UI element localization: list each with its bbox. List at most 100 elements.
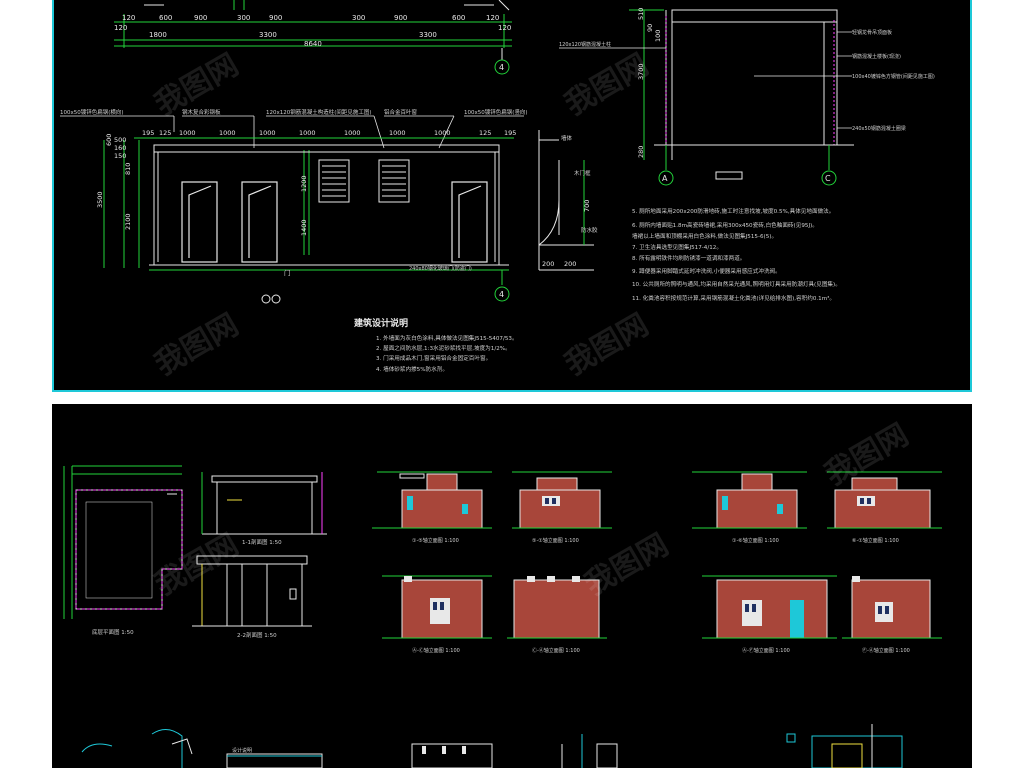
- elevation-building: [149, 144, 509, 266]
- plan-dim-5: 900: [269, 14, 282, 22]
- elev-bottom-note: 240x80钢化玻璃门(防盗门): [409, 265, 472, 272]
- section-1-label: 1-1剖面图 1:50: [242, 538, 282, 546]
- design-note-2: 2. 屋面之间防水层,1:3水泥砂浆找平层,坡度为1/2%。: [376, 344, 511, 352]
- elevation-2: [512, 471, 612, 529]
- plan-dim-row2: 120 1800 3300 3300 120 8640: [114, 24, 511, 48]
- bottom-drawing-panel: 底层平面图 1:50 1-1剖面图 1:50 2-2剖面图 1:50: [52, 404, 972, 768]
- elev-axis-label: 4: [499, 290, 504, 299]
- section-1: [201, 472, 327, 535]
- elev-label-3: Ⓐ-Ⓒ轴立面图 1:100: [412, 647, 460, 654]
- plan-dim-1: 120: [122, 14, 135, 22]
- plan-dim-2: 600: [159, 14, 172, 22]
- section-note-2: 钢筋混凝土楼板(现浇): [852, 53, 901, 60]
- plan-dim-row2-left: 120: [114, 24, 127, 32]
- door-detail: [538, 130, 594, 271]
- elev-dim-right-1: 1200: [300, 175, 308, 192]
- section-note-left: 120x120钢筋混凝土柱: [559, 41, 611, 48]
- elev-dim-top-9: 1000: [434, 129, 451, 137]
- design-notes: 1. 外墙面为灰白色涂料,具体做法见图集J515-5407/53。 2. 屋面之…: [376, 334, 518, 373]
- elevation-louvers: [318, 159, 410, 203]
- spec-note-10: 10. 公共厕所的照明与通风,均采用自然采光通风,照明用灯具采用防潮灯具(见图集…: [632, 280, 841, 288]
- plan-dim-row2-3: 3300: [419, 31, 437, 39]
- elevation-dims-right: 1200 1400: [300, 175, 308, 236]
- elev-label-8: Ⓕ-Ⓐ轴立面图 1:100: [862, 647, 910, 654]
- spec-note-6b: 墙裙以上墙面和顶棚采用白色涂料,做法见图集J515-6(5)。: [632, 232, 777, 240]
- section-note-3: 100x40镀锌色方钢管(间距见施工图): [852, 73, 935, 80]
- top-drawing-panel: 120 600 900 300 900 300 900 600 120 120 …: [52, 0, 972, 392]
- elevation-dims-top: 195 125 1000 1000 1000 1000 1000 1000 10…: [142, 129, 516, 137]
- elev-dim-top-4: 1000: [219, 129, 236, 137]
- section-2: [192, 555, 312, 627]
- elev-dim-top-2: 125: [159, 129, 171, 137]
- elevation-3: [382, 575, 492, 639]
- spec-note-7: 7. 卫生洁具选型见图集J517-4/12。: [632, 243, 722, 251]
- design-note-small: 设计说明: [232, 747, 252, 754]
- elev-mark-2: [271, 294, 281, 304]
- elev-mark-1: [261, 294, 271, 304]
- section-2-label: 2-2剖面图 1:50: [237, 631, 277, 639]
- elev-dim-left-2: 810: [124, 163, 132, 175]
- elevation-1: [372, 471, 492, 529]
- floor-plan: [63, 465, 183, 619]
- plan-dim-7: 900: [394, 14, 407, 22]
- elev-note-left: 100x50镀锌色扁钢(横向): [60, 108, 124, 116]
- elev-dim-left2-2: 160: [114, 144, 126, 152]
- elevation-notes: 100x50镀锌色扁钢(横向) 钢木复合彩钢板 120x120钢筋混凝土构造柱(…: [60, 108, 528, 116]
- elev-dim-top-6: 1000: [299, 129, 316, 137]
- door-3: [451, 181, 488, 263]
- elev-note-1: 钢木复合彩钢板: [182, 108, 221, 116]
- elev-label-7: Ⓐ-Ⓕ轴立面图 1:100: [742, 647, 790, 654]
- door-detail-label-bottom: 防水胶: [581, 226, 598, 234]
- section-dim-top-3: 100: [654, 30, 662, 42]
- section-leaders: [559, 31, 852, 129]
- elev-note-2: 120x120钢筋混凝土构造柱(间距见施工图): [266, 108, 372, 116]
- plan-dimension-block: [114, 0, 512, 60]
- spec-note-9: 9. 蹲便器采用脚踏式延时冲洗阀,小便器采用感应式冲洗阀。: [632, 267, 781, 275]
- section-dim-top-2: 90: [646, 24, 654, 32]
- plan-dim-3: 900: [194, 14, 207, 22]
- spec-notes-right: 5. 厕所地面采用200x200防滑地砖,施工时注意找坡,坡度0.5%,具体见地…: [632, 207, 841, 302]
- elev-dim-top-1: 195: [142, 129, 154, 137]
- section-dim-left-1: 3700: [637, 63, 645, 80]
- plan-label: 底层平面图 1:50: [92, 628, 134, 636]
- section-dim-top-1: 510: [637, 8, 645, 20]
- elevation-dims-left: 600 810 3500 2100 500 160 150: [96, 134, 132, 230]
- plan-dim-6: 300: [352, 14, 365, 22]
- spec-note-11: 11. 化粪池容积按规范计算,采用钢筋混凝土化粪池(详见给排水图),容积约0.1…: [632, 294, 835, 302]
- section-axis-c: C: [825, 174, 831, 183]
- bottom-drawing-canvas: 底层平面图 1:50 1-1剖面图 1:50 2-2剖面图 1:50: [63, 465, 942, 768]
- door-detail-dim-1: 200: [542, 260, 554, 268]
- section-note-1: 轻钢龙骨吊顶面板: [852, 29, 892, 36]
- section-axis-c-bubble: [821, 170, 837, 186]
- elevation-5: [692, 471, 807, 529]
- section-axis-a-bubble: [658, 170, 674, 186]
- elevation-6: [827, 471, 942, 529]
- plan-dim-4: 300: [237, 14, 250, 22]
- elev-dim-left2-1: 500: [114, 136, 126, 144]
- elev-note-3: 铝合金百叶窗: [384, 108, 418, 116]
- section-drawing: [629, 9, 854, 180]
- design-note-4: 4. 墙体砂浆内掺5%防水剂。: [376, 365, 448, 373]
- elev-dim-left2-3: 150: [114, 152, 126, 160]
- plan-dim-row2-1: 1800: [149, 31, 167, 39]
- elevation-dimension-lines: [103, 137, 514, 268]
- top-drawing-canvas: 120 600 900 300 900 300 900 600 120 120 …: [60, 0, 935, 373]
- plan-dim-row2-2: 3300: [259, 31, 277, 39]
- elev-dim-left-4: 2100: [124, 213, 132, 230]
- elev-dim-left-1: 600: [105, 134, 113, 146]
- design-note-3: 3. 门采用成品木门,窗采用铝合金固定百叶窗。: [376, 354, 491, 362]
- door-2: [241, 181, 278, 263]
- plan-axis-label: 4: [499, 63, 504, 72]
- elev-door-label: 门: [284, 268, 291, 277]
- elevation-8: [842, 576, 942, 639]
- plan-dim-9: 120: [486, 14, 499, 22]
- section-axis-a: A: [662, 174, 668, 183]
- door-detail-dim-2: 200: [564, 260, 576, 268]
- plan-dim-total: 8640: [304, 40, 322, 48]
- elev-dim-right-2: 1400: [300, 219, 308, 236]
- elev-note-4: 100x50镀锌色扁钢(竖向): [464, 108, 528, 116]
- elev-axis-bubble: [494, 286, 510, 302]
- door-detail-dim-side: 700: [583, 200, 591, 212]
- plan-dim-8: 600: [452, 14, 465, 22]
- elev-label-4: Ⓒ-Ⓐ轴立面图 1:100: [532, 647, 580, 654]
